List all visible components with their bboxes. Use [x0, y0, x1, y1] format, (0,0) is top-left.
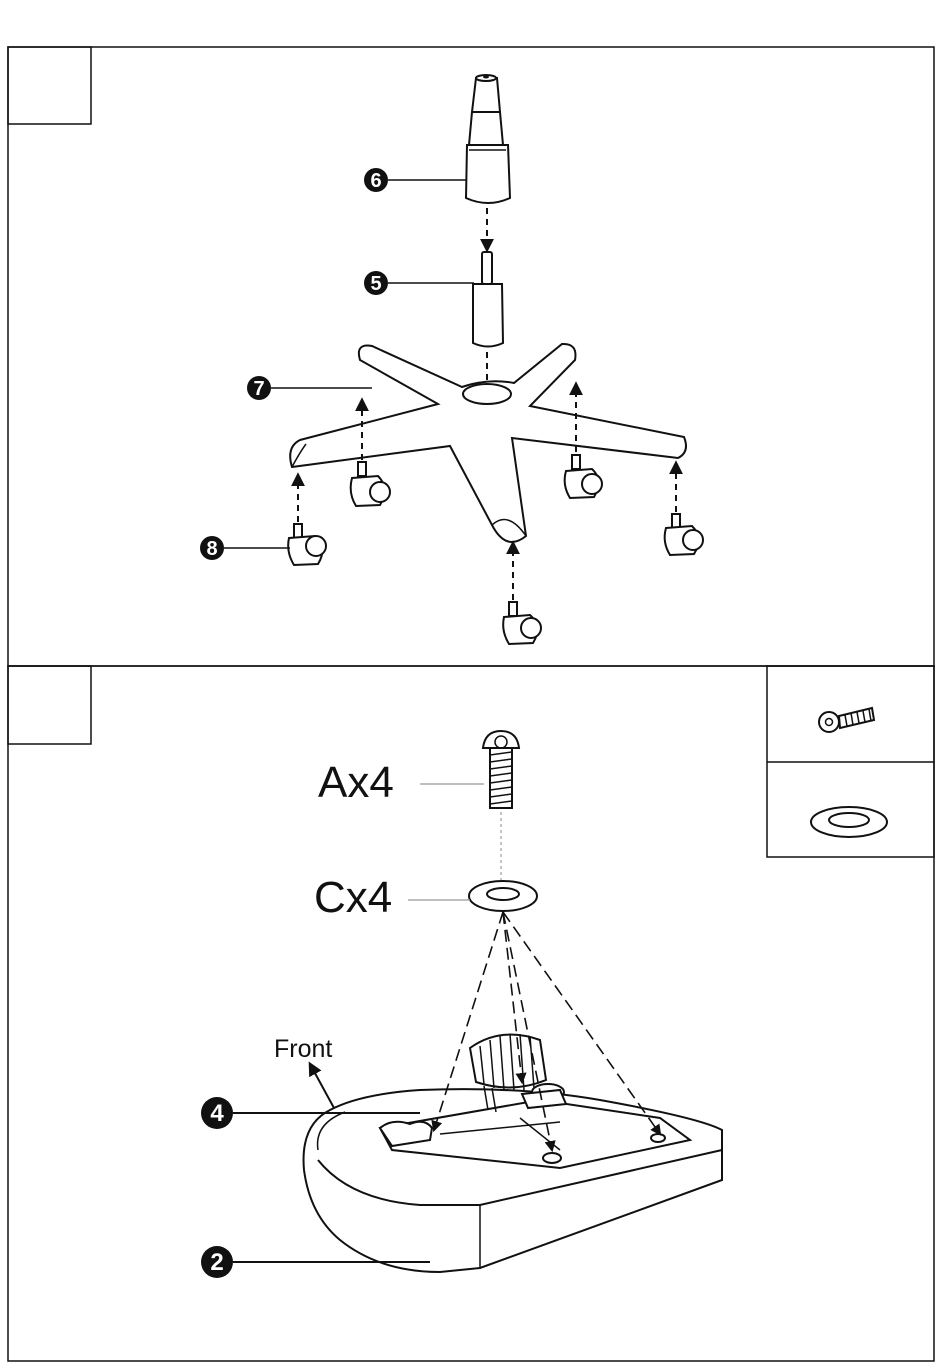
step-1-number-box — [8, 47, 91, 124]
caster-left-front — [288, 475, 326, 565]
gas-lift-cylinder — [466, 75, 510, 203]
front-arrow — [310, 1064, 334, 1108]
label-front: Front — [274, 1035, 332, 1063]
step-2-number-box — [8, 666, 91, 744]
step-2-panel: Ax4 Cx4 — [8, 666, 934, 1361]
step-1-panel: 6 5 7 8 — [8, 47, 934, 666]
callout-5: 5 — [364, 271, 474, 295]
hardware-legend — [767, 666, 934, 857]
callout-8: 8 — [200, 536, 290, 560]
svg-text:8: 8 — [206, 538, 217, 560]
svg-text:4: 4 — [210, 1100, 224, 1127]
svg-text:5: 5 — [370, 273, 381, 295]
bolt-a — [483, 731, 519, 808]
svg-text:6: 6 — [370, 170, 381, 192]
five-star-base — [290, 344, 686, 542]
callout-6: 6 — [364, 168, 467, 192]
callout-7: 7 — [247, 376, 372, 400]
legend-bolt-icon — [819, 708, 874, 732]
label-cx4: Cx4 — [314, 873, 392, 922]
legend-washer-icon — [811, 807, 887, 837]
svg-text:2: 2 — [210, 1249, 223, 1276]
caster-center-front — [503, 543, 541, 644]
cylinder-cover — [473, 252, 503, 347]
svg-text:7: 7 — [253, 378, 264, 400]
washer-c — [469, 881, 537, 911]
caster-right-front — [665, 463, 703, 555]
label-ax4: Ax4 — [318, 758, 394, 807]
